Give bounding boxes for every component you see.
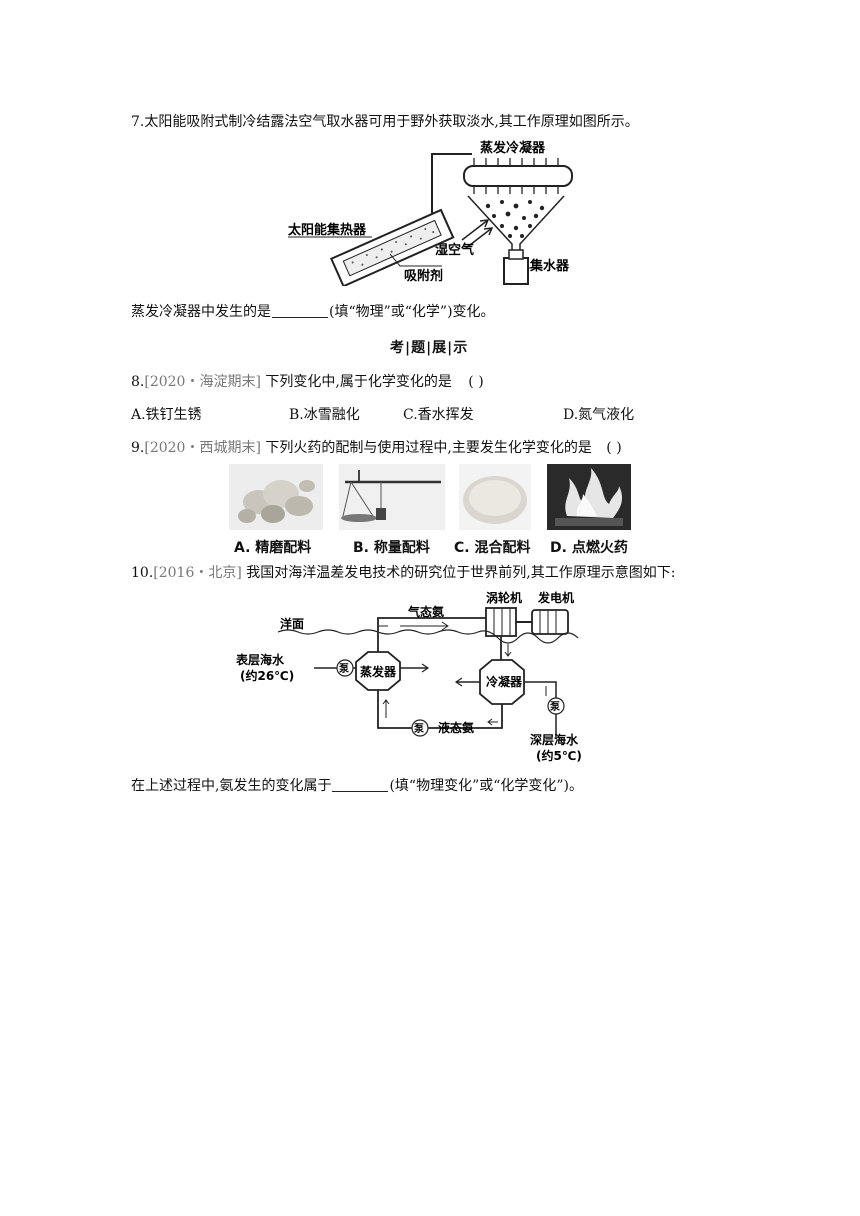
q8-option-c[interactable]: C.香水挥发 [403,407,474,423]
q7-condenser-label: 蒸发冷凝器 [480,140,546,156]
q9-photo-b-weighing-scale [339,464,445,530]
q10-surface-temp-label: (约26℃) [240,668,294,683]
q10-stem: 我国对海洋温差发电技术的研究位于世界前列,其工作原理示意图如下: [241,565,676,581]
q8-answer-paren[interactable]: ( ) [468,374,484,390]
q10-deep-temp-label: (约5℃) [536,748,582,763]
q8-stem: 下列变化中,属于化学变化的是 [260,374,452,390]
q10-number: 10. [131,565,154,581]
q8-number: 8. [131,374,145,390]
q10-generator-label: 发电机 [537,590,574,605]
q9-photo-d-burning-powder [547,464,631,530]
q7-collector-label: 太阳能集热器 [287,222,367,238]
q10-answer-blank[interactable] [332,777,389,792]
q10-answer-post: (填“物理变化”或“化学变化”)。 [389,778,584,794]
q10-sea-surface-label: 洋面 [280,616,304,631]
q8-option-d[interactable]: D.氮气液化 [563,407,635,423]
q10-condenser-label: 冷凝器 [486,674,523,689]
q7-adsorbent-label: 吸附剂 [404,268,443,284]
q7-answer-blank[interactable] [272,303,328,318]
q10-answer-line: 在上述过程中,氨发生的变化属于 (填“物理变化”或“化学变化”)。 [131,776,583,796]
q10-gas-ammonia-label: 气态氨 [407,604,444,619]
q9-caption-b: B. 称量配料 [353,540,430,556]
q8-option-b[interactable]: B.冰雪融化 [289,407,360,423]
q7-apparatus-diagram: 蒸发冷凝器 湿空气 太阳能集热器 吸附剂 集水器 [287,140,573,286]
q8-option-a[interactable]: A.铁钉生锈 [131,407,202,423]
q7-answer-pre: 蒸发冷凝器中发生的是 [131,304,271,320]
q9-answer-paren[interactable]: ( ) [606,440,622,456]
q10-surface-water-label: 表层海水 [235,652,285,667]
q7-answer-post: (填“物理”或“化学”)变化。 [329,304,495,320]
q10-evaporator-label: 蒸发器 [360,664,397,679]
q8-source: [2020・海淀期末] [144,374,261,390]
q10-answer-pre: 在上述过程中,氨发生的变化属于 [131,778,332,794]
q9-photo-a-ground-ingredients [229,464,323,530]
q7-answer-line: 蒸发冷凝器中发生的是 (填“物理”或“化学”)变化。 [131,302,495,322]
q10-stem-line: 10.[2016・北京] 我国对海洋温差发电技术的研究位于世界前列,其工作原理示… [131,563,675,583]
q9-caption-a: A. 精磨配料 [234,540,312,556]
section-title: 考|题|展|示 [390,340,469,356]
q9-caption-c: C. 混合配料 [454,540,531,556]
q7-humid-air-label: 湿空气 [435,242,474,258]
q10-pump3-label: 泵 [550,701,561,713]
q9-caption-d: D. 点燃火药 [550,540,628,556]
q10-otec-diagram: 涡轮机 发电机 洋面 气态氨 蒸发器 泵 表层海水 (约26℃) 冷凝器 泵 深… [235,590,582,763]
q10-pump1-label: 泵 [339,663,350,675]
q9-number: 9. [131,440,145,456]
q10-liquid-ammonia-label: 液态氨 [438,720,474,735]
q8-stem-line: 8.[2020・海淀期末] 下列变化中,属于化学变化的是 ( ) [131,372,484,392]
q10-turbine-label: 涡轮机 [486,590,522,605]
q9-photo-c-mixing-dish [459,464,531,530]
q9-stem: 下列火药的配制与使用过程中,主要发生化学变化的是 [260,440,592,456]
q7-stem: 7.太阳能吸附式制冷结露法空气取水器可用于野外获取淡水,其工作原理如图所示。 [131,114,639,130]
q10-pump2-label: 泵 [414,723,425,735]
q10-source: [2016・北京] [153,565,242,581]
q10-deep-water-label: 深层海水 [530,732,579,747]
q9-source: [2020・西城期末] [144,440,261,456]
q9-stem-line: 9.[2020・西城期末] 下列火药的配制与使用过程中,主要发生化学变化的是 (… [131,438,622,458]
q7-water-collector-label: 集水器 [529,258,570,274]
